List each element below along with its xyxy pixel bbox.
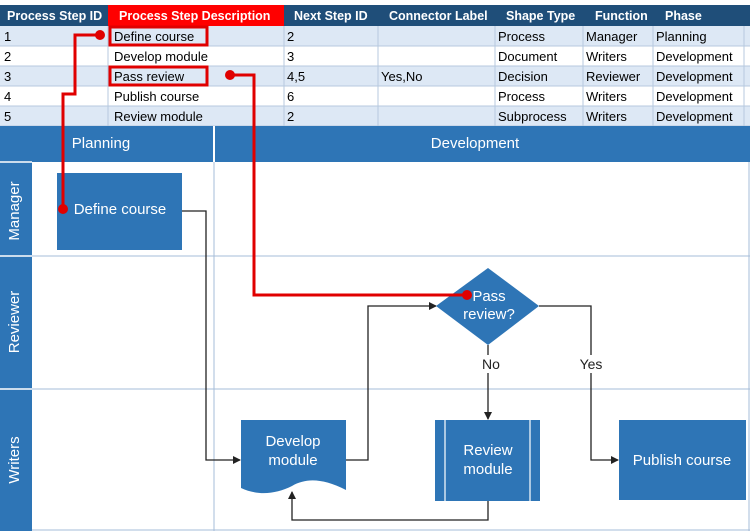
shape-label: Develop: [265, 433, 320, 450]
cell-next-step-id[interactable]: 2: [287, 109, 294, 124]
col-header-function[interactable]: Function: [595, 9, 648, 23]
cell-phase[interactable]: Development: [656, 89, 733, 104]
lane-label-writers: Writers: [6, 436, 23, 483]
phase-label-development: Development: [431, 135, 520, 152]
table-row: [0, 106, 750, 126]
cell-phase[interactable]: Development: [656, 49, 733, 64]
col-header-connector-label[interactable]: Connector Label: [389, 9, 488, 23]
cell-step-id[interactable]: 4: [4, 89, 11, 104]
callout-dot: [58, 204, 68, 214]
cell-step-id[interactable]: 1: [4, 29, 11, 44]
col-header-step-id[interactable]: Process Step ID: [7, 9, 102, 23]
cell-shape-type[interactable]: Subprocess: [498, 109, 567, 124]
phase-label-planning: Planning: [72, 135, 130, 152]
lane-label-reviewer: Reviewer: [6, 291, 23, 354]
callout-pass-review: [108, 65, 467, 297]
callout-box: [108, 65, 209, 87]
cell-function[interactable]: Reviewer: [586, 69, 641, 84]
cell-function[interactable]: Writers: [586, 109, 627, 124]
cell-step-description[interactable]: Publish course: [114, 89, 199, 104]
cell-shape-type[interactable]: Decision: [498, 69, 548, 84]
col-header-next-step-id[interactable]: Next Step ID: [294, 9, 368, 23]
cell-next-step-id[interactable]: 2: [287, 29, 294, 44]
cell-step-id[interactable]: 5: [4, 109, 11, 124]
table-row: [0, 66, 750, 86]
connector-label-yes: Yes: [580, 356, 603, 372]
cell-connector-label[interactable]: Yes,No: [381, 69, 422, 84]
shape-label: Review: [463, 442, 512, 459]
cell-next-step-id[interactable]: 3: [287, 49, 294, 64]
table-row: [0, 86, 750, 106]
cell-function[interactable]: Writers: [586, 89, 627, 104]
shape-label: review?: [463, 306, 515, 323]
callout-define-course: [61, 25, 209, 209]
shape-label: Define course: [74, 201, 167, 218]
cell-phase[interactable]: Development: [656, 109, 733, 124]
col-header-step-description[interactable]: Process Step Description: [119, 9, 270, 23]
callout-box: [108, 25, 209, 47]
callout-dot: [95, 30, 105, 40]
cell-step-description[interactable]: Pass review: [114, 69, 185, 84]
cell-function[interactable]: Manager: [586, 29, 638, 44]
cell-shape-type[interactable]: Process: [498, 29, 545, 44]
shape-label: module: [268, 452, 317, 469]
callout-dot: [225, 70, 235, 80]
cell-step-id[interactable]: 3: [4, 69, 11, 84]
shape-pass-review[interactable]: Pass review?: [436, 268, 539, 345]
col-header-shape-type[interactable]: Shape Type: [506, 9, 575, 23]
connectors: [182, 210, 619, 521]
cell-next-step-id[interactable]: 6: [287, 89, 294, 104]
lane-header-bar: [0, 126, 32, 531]
cell-shape-type[interactable]: Process: [498, 89, 545, 104]
table-row: [0, 46, 750, 66]
highlighted-header-cell: [108, 5, 284, 26]
shape-define-course[interactable]: Define course: [57, 173, 182, 250]
shape-label: Pass: [472, 288, 505, 305]
data-table: Process Step ID Process Step Description…: [0, 5, 750, 127]
cell-next-step-id[interactable]: 4,5: [287, 69, 305, 84]
cell-shape-type[interactable]: Document: [498, 49, 558, 64]
cell-phase[interactable]: Development: [656, 69, 733, 84]
shape-develop-module[interactable]: Develop module: [241, 420, 346, 494]
shape-label: Publish course: [633, 452, 731, 469]
lane-label-manager: Manager: [6, 181, 23, 240]
shape-label: module: [463, 461, 512, 478]
cell-step-description[interactable]: Define course: [114, 29, 194, 44]
cell-step-description[interactable]: Develop module: [114, 49, 208, 64]
connector-develop-to-review: [346, 302, 437, 461]
cell-function[interactable]: Writers: [586, 49, 627, 64]
shape-review-module[interactable]: Review module: [435, 420, 540, 501]
phase-header-bar: [0, 126, 750, 162]
connector-define-to-develop: [182, 210, 241, 464]
connector-yes: [539, 305, 619, 464]
callout-dot: [462, 290, 472, 300]
cell-step-id[interactable]: 2: [4, 49, 11, 64]
col-header-phase[interactable]: Phase: [665, 9, 702, 23]
table-row: [0, 26, 750, 46]
cell-phase[interactable]: Planning: [656, 29, 707, 44]
cell-step-description[interactable]: Review module: [114, 109, 203, 124]
connector-label-no: No: [482, 356, 500, 372]
shape-publish-course[interactable]: Publish course: [619, 420, 746, 500]
connector-review-to-develop: [288, 491, 489, 521]
